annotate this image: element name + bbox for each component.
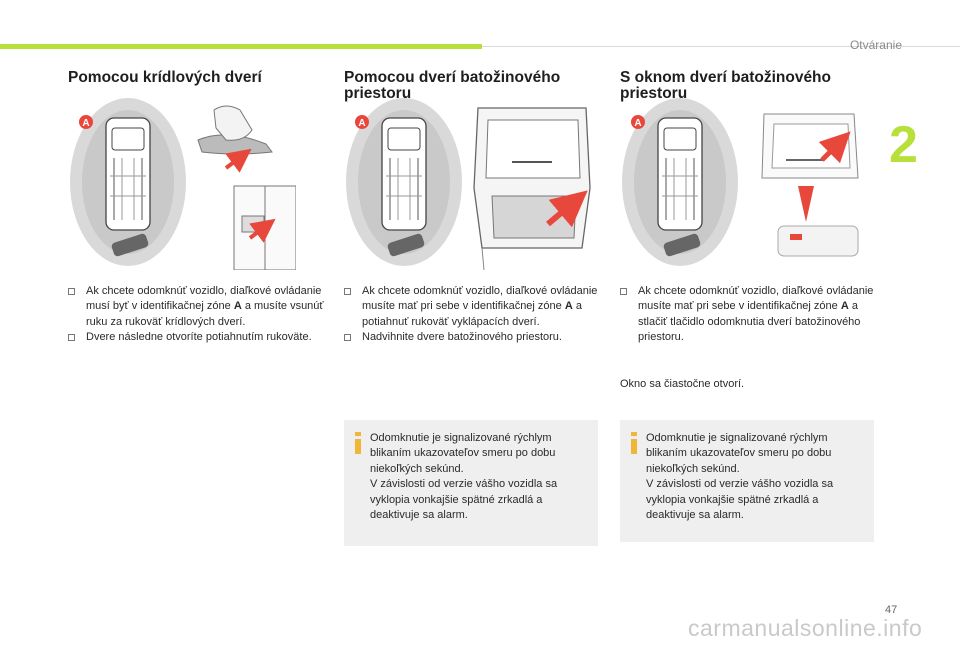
list-item: Nadvihnite dvere batožinového priestoru. <box>344 330 600 345</box>
column-wing-doors: Pomocou krídlových dverí <box>68 70 326 86</box>
info-box: Odomknutie je signalizované rýchlym blik… <box>344 420 598 546</box>
list-item: Dvere následne otvoríte potiahnutím ruko… <box>68 330 324 345</box>
zone-letter: A <box>233 300 242 313</box>
instruction-list: Ak chcete odomknúť vozidlo, diaľkové ovl… <box>344 284 600 346</box>
window-note: Okno sa čiastočne otvorí. <box>620 378 745 390</box>
info-icon <box>355 432 361 454</box>
column-title: S oknom dverí batožinového priestoru <box>620 69 831 102</box>
info-text: Odomknutie je signalizované rýchlym blik… <box>646 432 834 522</box>
chapter-number: 2 <box>889 116 918 174</box>
svg-text:A: A <box>82 118 89 129</box>
column-tailgate: Pomocou dverí batožinového priestoru <box>344 70 602 102</box>
section-accent-bar <box>0 44 482 49</box>
tailgate-illustration: A <box>346 98 591 270</box>
zone-letter: A <box>840 300 849 313</box>
zone-a-marker <box>79 115 93 129</box>
instruction-list: Ak chcete odomknúť vozidlo, diaľkové ovl… <box>620 284 876 346</box>
info-box: Odomknutie je signalizované rýchlym blik… <box>620 420 874 542</box>
checkbox-bullet-icon <box>344 334 351 342</box>
checkbox-bullet-icon <box>68 334 75 342</box>
watermark[interactable]: carmanualsonline.info <box>688 615 923 641</box>
section-label: Otváranie <box>849 38 902 52</box>
page-number: 47 <box>885 604 898 616</box>
zone-letter: A <box>564 300 573 313</box>
svg-text:A: A <box>358 118 365 129</box>
list-item: Ak chcete odomknúť vozidlo, diaľkové ovl… <box>344 284 600 330</box>
rear-window-illustration: A <box>622 98 859 266</box>
list-item: Ak chcete odomknúť vozidlo, diaľkové ovl… <box>68 284 324 330</box>
checkbox-bullet-icon <box>344 288 351 295</box>
wing-doors-illustration: A <box>70 98 296 270</box>
instruction-list: Ak chcete odomknúť vozidlo, diaľkové ovl… <box>68 284 324 346</box>
svg-text:A: A <box>634 118 641 129</box>
column-rear-window: S oknom dverí batožinového priestoru <box>620 70 878 102</box>
checkbox-bullet-icon <box>68 288 75 295</box>
checkbox-bullet-icon <box>620 288 627 295</box>
column-title: Pomocou krídlových dverí <box>68 69 262 86</box>
column-title: Pomocou dverí batožinového priestoru <box>344 69 561 102</box>
list-item: Ak chcete odomknúť vozidlo, diaľkové ovl… <box>620 284 876 346</box>
info-text: Odomknutie je signalizované rýchlym blik… <box>370 432 558 522</box>
info-icon <box>631 432 637 454</box>
header-rule <box>482 46 960 47</box>
